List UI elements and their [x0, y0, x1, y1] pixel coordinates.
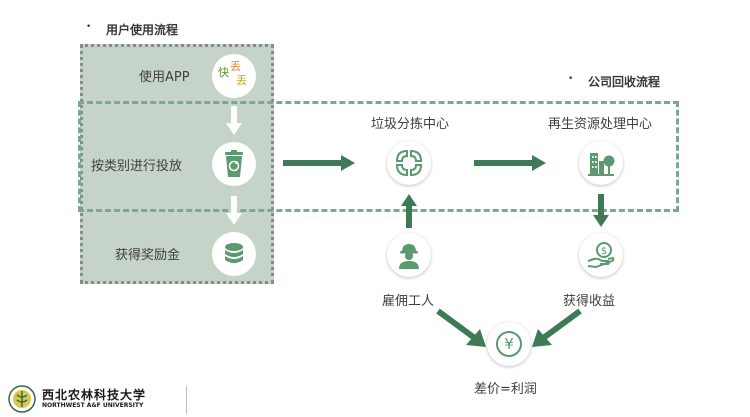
svg-text:¥: ¥ [504, 335, 514, 353]
diagonal-arrow-left [436, 308, 486, 347]
sorting-center-icon [387, 141, 431, 185]
university-emblem-icon [8, 385, 36, 413]
recycling-center-label: 再生资源处理中心 [547, 117, 652, 132]
bullet-dot: • [86, 22, 92, 32]
logo-char: 快 [218, 66, 229, 79]
app-logo-icon: 快 丢 丢 [212, 54, 256, 98]
user-flow-title: 用户使用流程 [106, 23, 179, 37]
worker-icon [387, 233, 431, 277]
gain-income-label: 获得收益 [563, 294, 616, 309]
logo-char: 丢 [236, 74, 247, 87]
profit-label: 差价=利润 [474, 382, 537, 397]
university-name-en: NORTHWEST A&F UNIVERSITY [42, 402, 144, 409]
company-flow-frame [78, 101, 679, 212]
step-use-app-label: 使用APP [139, 70, 190, 85]
down-arrow [226, 106, 242, 135]
down-arrow [593, 194, 609, 227]
money-hand-icon: $ [579, 233, 623, 277]
divider [186, 386, 187, 414]
yuan-coin-icon: ¥ [487, 322, 531, 366]
sorting-center-label: 垃圾分拣中心 [370, 117, 449, 132]
logo-char: 丢 [230, 60, 241, 73]
svg-text:$: $ [601, 246, 607, 257]
bullet-dot: • [568, 74, 574, 84]
coin-stack-icon [212, 232, 256, 276]
hire-workers-label: 雇佣工人 [382, 294, 435, 309]
university-name-cn: 西北农林科技大学 [42, 388, 147, 402]
step-drop-label: 按类别进行投放 [91, 159, 183, 174]
right-arrow [283, 155, 355, 171]
down-arrow [226, 196, 242, 225]
recycle-bin-icon [212, 142, 256, 186]
right-arrow [474, 155, 546, 171]
diagonal-arrow-right [532, 308, 582, 347]
up-arrow [401, 194, 417, 228]
factory-tree-icon [579, 141, 623, 185]
step-reward-label: 获得奖励金 [115, 248, 181, 263]
university-logo: 西北农林科技大学 NORTHWEST A&F UNIVERSITY [8, 385, 188, 415]
company-flow-title: 公司回收流程 [588, 75, 661, 89]
converging-arrows [436, 308, 582, 347]
